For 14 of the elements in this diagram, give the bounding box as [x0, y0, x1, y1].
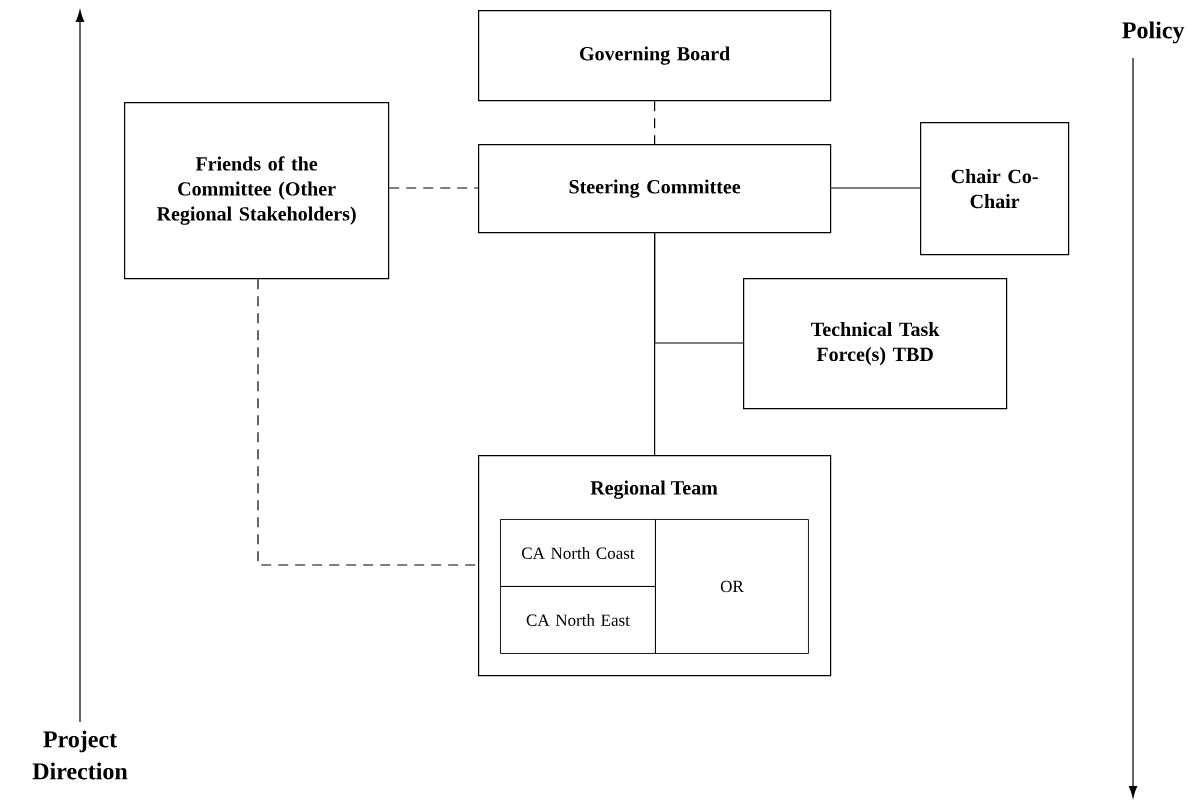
table-cell: CA North East — [500, 586, 656, 654]
axis-label: Policy — [1122, 21, 1185, 44]
org-box: Friends of the Committee (Other Regional Stakeholders) — [124, 102, 390, 280]
org-box: Technical Task Force(s) TBD — [743, 278, 1008, 410]
connector — [388, 187, 479, 189]
connector — [654, 232, 744, 344]
table-cell: CA North Coast — [500, 519, 656, 587]
org-box: Steering Committee — [478, 144, 832, 234]
axis-label: Project Direction — [32, 730, 128, 780]
table-cell: OR — [655, 519, 809, 654]
org-box: Governing Board — [478, 10, 832, 102]
connector — [830, 187, 921, 189]
connector — [654, 100, 656, 145]
org-box: Chair Co-Chair — [920, 122, 1070, 256]
